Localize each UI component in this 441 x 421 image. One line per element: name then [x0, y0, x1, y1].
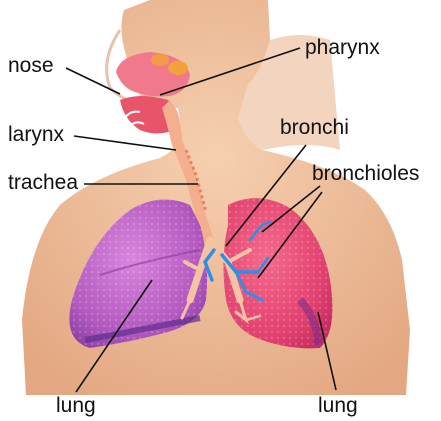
- label-lung-right: lung: [318, 395, 358, 416]
- label-pharynx: pharynx: [305, 37, 380, 58]
- label-lung-left: lung: [56, 395, 96, 416]
- label-bronchioles: bronchioles: [312, 163, 419, 184]
- label-bronchi: bronchi: [280, 117, 349, 138]
- label-trachea: trachea: [8, 172, 78, 193]
- label-larynx: larynx: [8, 124, 64, 145]
- leader-nose: [66, 68, 120, 94]
- label-nose: nose: [8, 55, 54, 76]
- leader-larynx: [74, 136, 176, 150]
